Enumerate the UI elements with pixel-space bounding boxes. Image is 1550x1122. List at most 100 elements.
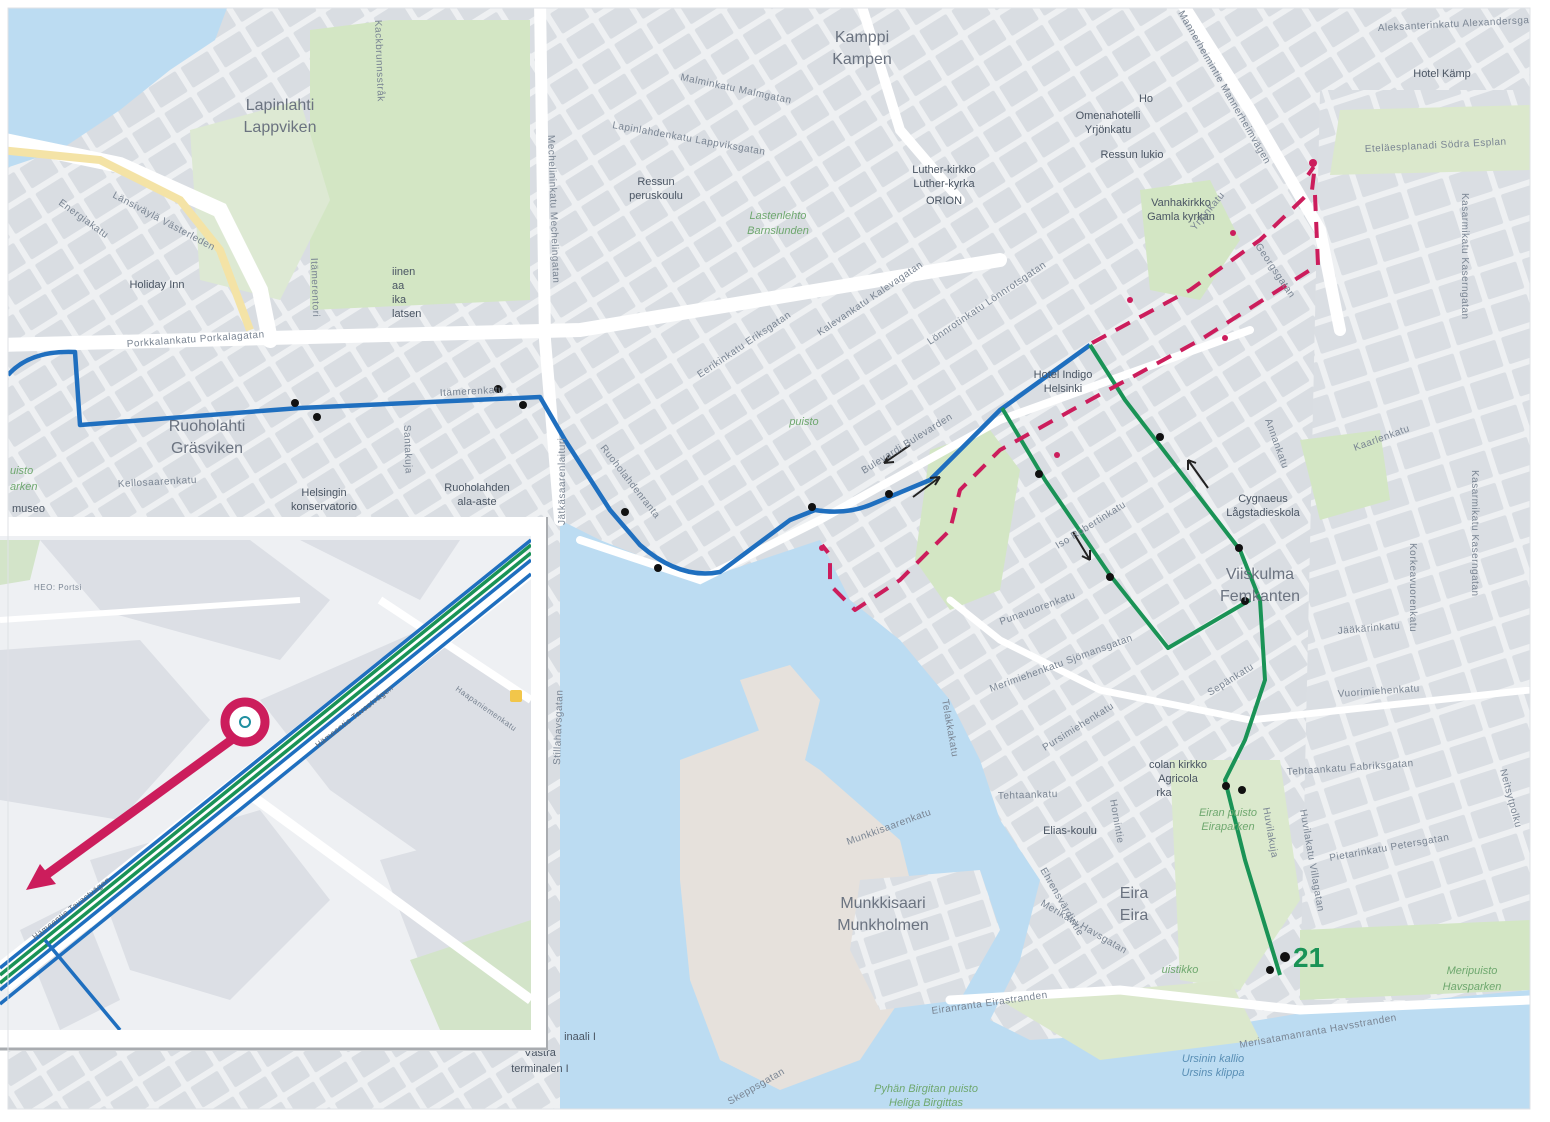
inset-map[interactable]: HEO: Portsi Hämeentie Tavastvägen Hämeen…	[0, 517, 548, 1051]
stop[interactable]	[808, 503, 816, 511]
svg-text:inaali I: inaali I	[564, 1031, 596, 1043]
stop[interactable]	[621, 508, 629, 516]
svg-text:Lastenlehto: Lastenlehto	[750, 210, 807, 222]
highway-lansivayla	[8, 146, 254, 332]
water-northwest	[8, 8, 227, 168]
svg-text:Heliga Birgittas: Heliga Birgittas	[889, 1097, 963, 1109]
district-ruoholahti-fi: Ruoholahti	[169, 418, 246, 435]
inset-stop-dot-icon	[239, 716, 251, 728]
district-ruoholahti-sv: Gräsviken	[171, 440, 243, 457]
svg-text:peruskoulu: peruskoulu	[629, 190, 683, 202]
district-eira-sv: Eira	[1120, 907, 1149, 924]
svg-text:iinen: iinen	[392, 266, 415, 278]
stop[interactable]	[1238, 786, 1246, 794]
arrow-south-icon	[1072, 531, 1091, 561]
svg-text:Itämerenkatu: Itämerenkatu	[440, 385, 505, 399]
major-roads	[0, 0, 1530, 1010]
svg-text:Helsingin: Helsingin	[301, 487, 346, 499]
park-labels: Lastenlehto Barnslunden Eiran puisto Eir…	[10, 210, 1501, 1109]
pier-munkkisaari	[680, 730, 920, 1090]
district-viiskulma-fi: Viiskulma	[1226, 566, 1294, 583]
svg-text:ala-aste: ala-aste	[457, 496, 496, 508]
svg-text:ORION: ORION	[926, 195, 962, 207]
svg-text:Ho: Ho	[1139, 93, 1153, 105]
stop[interactable]	[1266, 966, 1274, 974]
svg-text:Kasarmikatu Kaserngatan: Kasarmikatu Kaserngatan	[1469, 470, 1480, 597]
route-number-label: 21	[1293, 942, 1324, 973]
svg-text:terminalen I: terminalen I	[511, 1063, 568, 1075]
stop[interactable]	[1222, 782, 1230, 790]
district-lapinlahti-sv: Lappviken	[244, 119, 317, 136]
svg-text:uistikko: uistikko	[1162, 964, 1199, 976]
inset-arrow-icon	[26, 864, 56, 890]
svg-text:Kackbrunnsstråk: Kackbrunnsstråk	[372, 20, 387, 103]
svg-text:rka: rka	[1156, 787, 1172, 799]
stop[interactable]	[313, 413, 321, 421]
inset-green	[0, 540, 531, 1030]
svg-text:arken: arken	[10, 481, 38, 493]
arrow-north-icon	[1187, 459, 1209, 489]
svg-text:Ursinin kallio: Ursinin kallio	[1182, 1053, 1244, 1065]
svg-text:konservatorio: konservatorio	[291, 501, 357, 513]
stop[interactable]	[1280, 952, 1290, 962]
svg-text:Kasarmikatu Kaserngatan: Kasarmikatu Kaserngatan	[1459, 193, 1470, 320]
svg-text:aa: aa	[392, 280, 405, 292]
district-munkkisaari-fi: Munkkisaari	[840, 895, 925, 912]
munkkisaari-blocks	[850, 870, 1000, 1010]
stop[interactable]	[1235, 544, 1243, 552]
inset-direction-line	[39, 726, 248, 882]
route-blue	[8, 343, 1092, 576]
stop[interactable]	[654, 564, 662, 572]
stop[interactable]	[885, 490, 893, 498]
place-holiday-inn: Holiday Inn	[129, 279, 184, 291]
stop[interactable]	[519, 401, 527, 409]
stop[interactable]	[1241, 597, 1249, 605]
map-border	[7, 7, 1531, 1110]
park-esplanadi	[1330, 105, 1530, 175]
svg-text:Cygnaeus: Cygnaeus	[1238, 493, 1288, 505]
direction-arrows	[883, 444, 1209, 561]
svg-text:Agricola: Agricola	[1158, 773, 1199, 785]
district-kamppi-fi: Kamppi	[835, 29, 889, 46]
svg-text:colan kirkko: colan kirkko	[1149, 759, 1207, 771]
stop[interactable]	[1156, 433, 1164, 441]
stops	[291, 385, 1290, 974]
svg-text:Barnslunden: Barnslunden	[747, 225, 809, 237]
district-munkkisaari-sv: Munkholmen	[837, 917, 929, 934]
stop[interactable]	[1106, 573, 1114, 581]
svg-text:Ressun lukio: Ressun lukio	[1101, 149, 1164, 161]
route-pink-detour	[820, 163, 1320, 612]
svg-text:latsen: latsen	[392, 308, 421, 320]
arrow-west-icon	[883, 444, 911, 464]
svg-text:Gamla kyrkan: Gamla kyrkan	[1147, 211, 1215, 223]
svg-text:Kellosaarenkatu: Kellosaarenkatu	[118, 475, 198, 490]
park-sinebrychoff	[915, 430, 1020, 610]
svg-text:Korkeavuorenkatu: Korkeavuorenkatu	[1407, 543, 1418, 632]
inset-buildings	[0, 540, 531, 1030]
svg-text:Luther-kirkko: Luther-kirkko	[912, 164, 976, 176]
svg-text:Santakuja: Santakuja	[401, 425, 414, 474]
svg-text:Pyhän Birgitan puisto: Pyhän Birgitan puisto	[874, 1083, 978, 1095]
inset-tram-lines	[0, 538, 531, 1030]
arrow-east-icon	[912, 476, 941, 498]
stop[interactable]	[1035, 470, 1043, 478]
park-hietaniemi	[310, 20, 530, 310]
svg-text:Tehtaankatu: Tehtaankatu	[998, 789, 1058, 802]
district-labels: Kamppi Kampen Lapinlahti Lappviken Ruoho…	[169, 29, 1300, 934]
svg-text:Meripuisto: Meripuisto	[1447, 965, 1498, 977]
stop[interactable]	[494, 385, 502, 393]
svg-text:Ursins klippa: Ursins klippa	[1182, 1067, 1245, 1079]
svg-text:puisto: puisto	[788, 416, 818, 428]
park-merimiehen	[1300, 430, 1390, 520]
svg-text:Elias-koulu: Elias-koulu	[1043, 825, 1097, 837]
svg-text:ika: ika	[392, 294, 407, 306]
stop[interactable]	[291, 399, 299, 407]
svg-text:Hotel Indigo: Hotel Indigo	[1034, 369, 1093, 381]
svg-text:Itämerentori: Itämerentori	[308, 258, 321, 318]
svg-text:Stillahavsgatan: Stillahavsgatan	[552, 689, 566, 765]
route-green-main	[1088, 343, 1282, 976]
detour-stops	[819, 159, 1317, 551]
svg-text:Luther-kyrka: Luther-kyrka	[913, 178, 975, 190]
svg-text:Yrjönkatu: Yrjönkatu	[1085, 124, 1131, 136]
